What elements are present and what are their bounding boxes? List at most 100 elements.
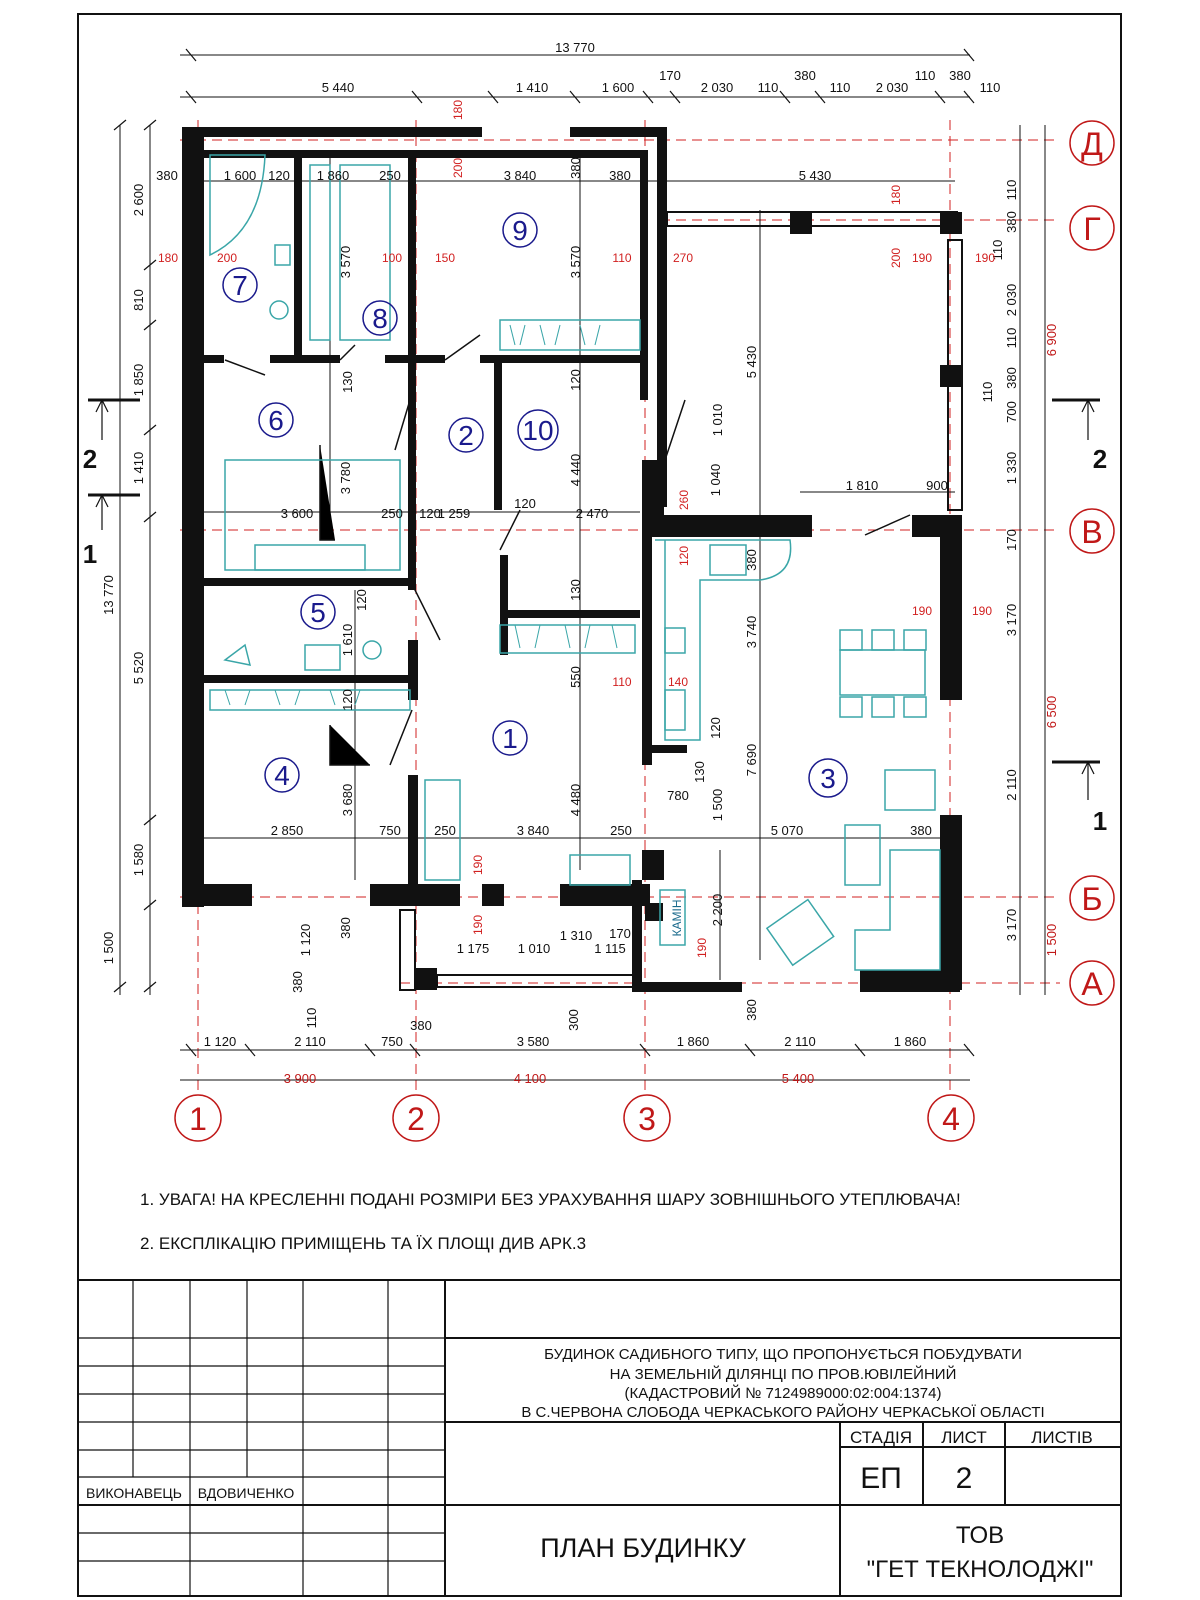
inner-dim: 1 259: [438, 506, 471, 521]
inner-dim: 130: [692, 761, 707, 783]
inner-dim: 120: [419, 506, 441, 521]
room-8: 8: [362, 300, 398, 336]
svg-text:3: 3: [820, 763, 836, 794]
inner-dim: 4 480: [568, 784, 583, 817]
top-dim: 5 440: [322, 80, 355, 95]
right-span: 6 500: [1044, 696, 1059, 729]
inner-dim: 780: [667, 788, 689, 803]
red-dim: 180: [889, 185, 903, 205]
inner-dim: 5 430: [744, 346, 759, 379]
axis-V: В: [1081, 514, 1102, 550]
inner-dim: 1 310: [560, 928, 593, 943]
top-dim: 170: [659, 68, 681, 83]
left-dim: 1 580: [131, 844, 146, 877]
red-dim: 190: [912, 604, 932, 618]
sheet-value: 2: [956, 1462, 973, 1495]
red-dim: 100: [382, 251, 402, 265]
bottom-dim: 1 860: [894, 1034, 927, 1049]
right-dim: 2 030: [1004, 284, 1019, 317]
inner-dim: 380: [156, 168, 178, 183]
inner-dim: 1 610: [340, 624, 355, 657]
inner-dim: 250: [434, 823, 456, 838]
svg-text:8: 8: [372, 303, 388, 334]
inner-dim: 3 680: [340, 784, 355, 817]
inner-dim: 120: [568, 369, 583, 391]
inner-dim: 380: [338, 917, 353, 939]
right-dim: 1 010: [710, 404, 725, 437]
title-desc-1: БУДИНОК САДИБНОГО ТИПУ, ЩО ПРОПОНУЄТЬСЯ …: [544, 1346, 1022, 1363]
section-mark-2-right: 2: [1093, 444, 1107, 474]
title-desc-3: (КАДАСТРОВИЙ № 7124989000:02:004:1374): [625, 1384, 942, 1402]
bottom-dim: 3 580: [517, 1034, 550, 1049]
red-dim: 190: [471, 855, 485, 875]
red-dim: 140: [668, 675, 688, 689]
top-dim: 2 030: [876, 80, 909, 95]
left-dim: 810: [131, 289, 146, 311]
left-dim: 1 850: [131, 364, 146, 397]
sheet-frame: [77, 13, 1122, 1597]
red-dim: 150: [435, 251, 455, 265]
top-dimensions: 5 440 1 410 1 600 170 2 030 110 380 110 …: [322, 68, 1001, 95]
right-dim: 1 500: [1044, 924, 1059, 957]
inner-dim: 110: [304, 1008, 319, 1029]
section-marks: [88, 398, 1100, 764]
inner-dim: 380: [410, 1018, 432, 1033]
axis-bubbles: [174, 120, 1115, 1142]
right-dim: 110: [990, 240, 1005, 261]
walls: [182, 127, 962, 992]
overall-width: 13 770: [555, 40, 595, 55]
red-dim: 120: [677, 546, 691, 566]
section-arrows: [95, 398, 1095, 800]
bottom-dim: 2 110: [784, 1034, 816, 1049]
inner-dim: 1 115: [594, 941, 626, 956]
left-dim: 5 520: [131, 652, 146, 685]
inner-dim: 750: [379, 823, 401, 838]
red-dim: 180: [158, 251, 178, 265]
right-dim: 110: [1004, 328, 1019, 349]
red-dim: 110: [612, 675, 631, 689]
red-dim: 190: [695, 938, 709, 958]
inner-dim: 120: [354, 589, 369, 611]
top-dim: 110: [830, 80, 851, 95]
fireplace-label: КАМІН: [670, 900, 684, 937]
note-1: 1. УВАГА! НА КРЕСЛЕННІ ПОДАНІ РОЗМІРИ БЕ…: [140, 1190, 961, 1209]
right-dim: 3 170: [1004, 909, 1019, 942]
left-dimensions: 2 600 810 1 850 1 410 5 520 1 580 1 500: [101, 184, 146, 965]
stage-label: СТАДІЯ: [850, 1428, 912, 1447]
bottom-dim: 1 860: [677, 1034, 710, 1049]
room-10: 10: [517, 409, 559, 451]
red-dim: 270: [673, 251, 693, 265]
door-swings: [224, 334, 911, 766]
executor-name: ВДОВИЧЕНКО: [198, 1485, 295, 1501]
axis-span: 5 400: [782, 1071, 815, 1086]
axis-3: 3: [638, 1101, 656, 1137]
right-dim: 110: [1004, 180, 1019, 201]
stage-value: ЕП: [860, 1462, 902, 1495]
svg-text:2: 2: [458, 420, 474, 451]
axis-span: 3 900: [284, 1071, 317, 1086]
bottom-dim: 1 120: [204, 1034, 237, 1049]
inner-dim: 1 120: [298, 924, 313, 957]
title-block-frame: [78, 1279, 1121, 1596]
right-dim: 380: [1004, 367, 1019, 389]
inner-dim: 3 600: [281, 506, 314, 521]
inner-dim: 1 040: [708, 464, 723, 497]
red-dim: 190: [471, 915, 485, 935]
axis-B: Б: [1082, 881, 1103, 917]
top-dim: 1 410: [516, 80, 549, 95]
right-dim: 380: [1004, 211, 1019, 233]
inner-dim: 3 570: [338, 246, 353, 279]
right-dim: 110: [980, 382, 995, 403]
svg-text:6: 6: [268, 405, 284, 436]
overall-height: 13 770: [101, 575, 116, 615]
furniture: [209, 154, 941, 971]
inner-dim: 170: [609, 926, 631, 941]
inner-dim: 380: [609, 168, 631, 183]
company-line2: "ГЕТ ТЕКНОЛОДЖІ": [867, 1556, 1094, 1583]
inner-dim: 1 500: [710, 789, 725, 822]
red-dim: 110: [612, 251, 631, 265]
svg-text:1: 1: [502, 723, 518, 754]
right-dim: 170: [1004, 529, 1019, 551]
